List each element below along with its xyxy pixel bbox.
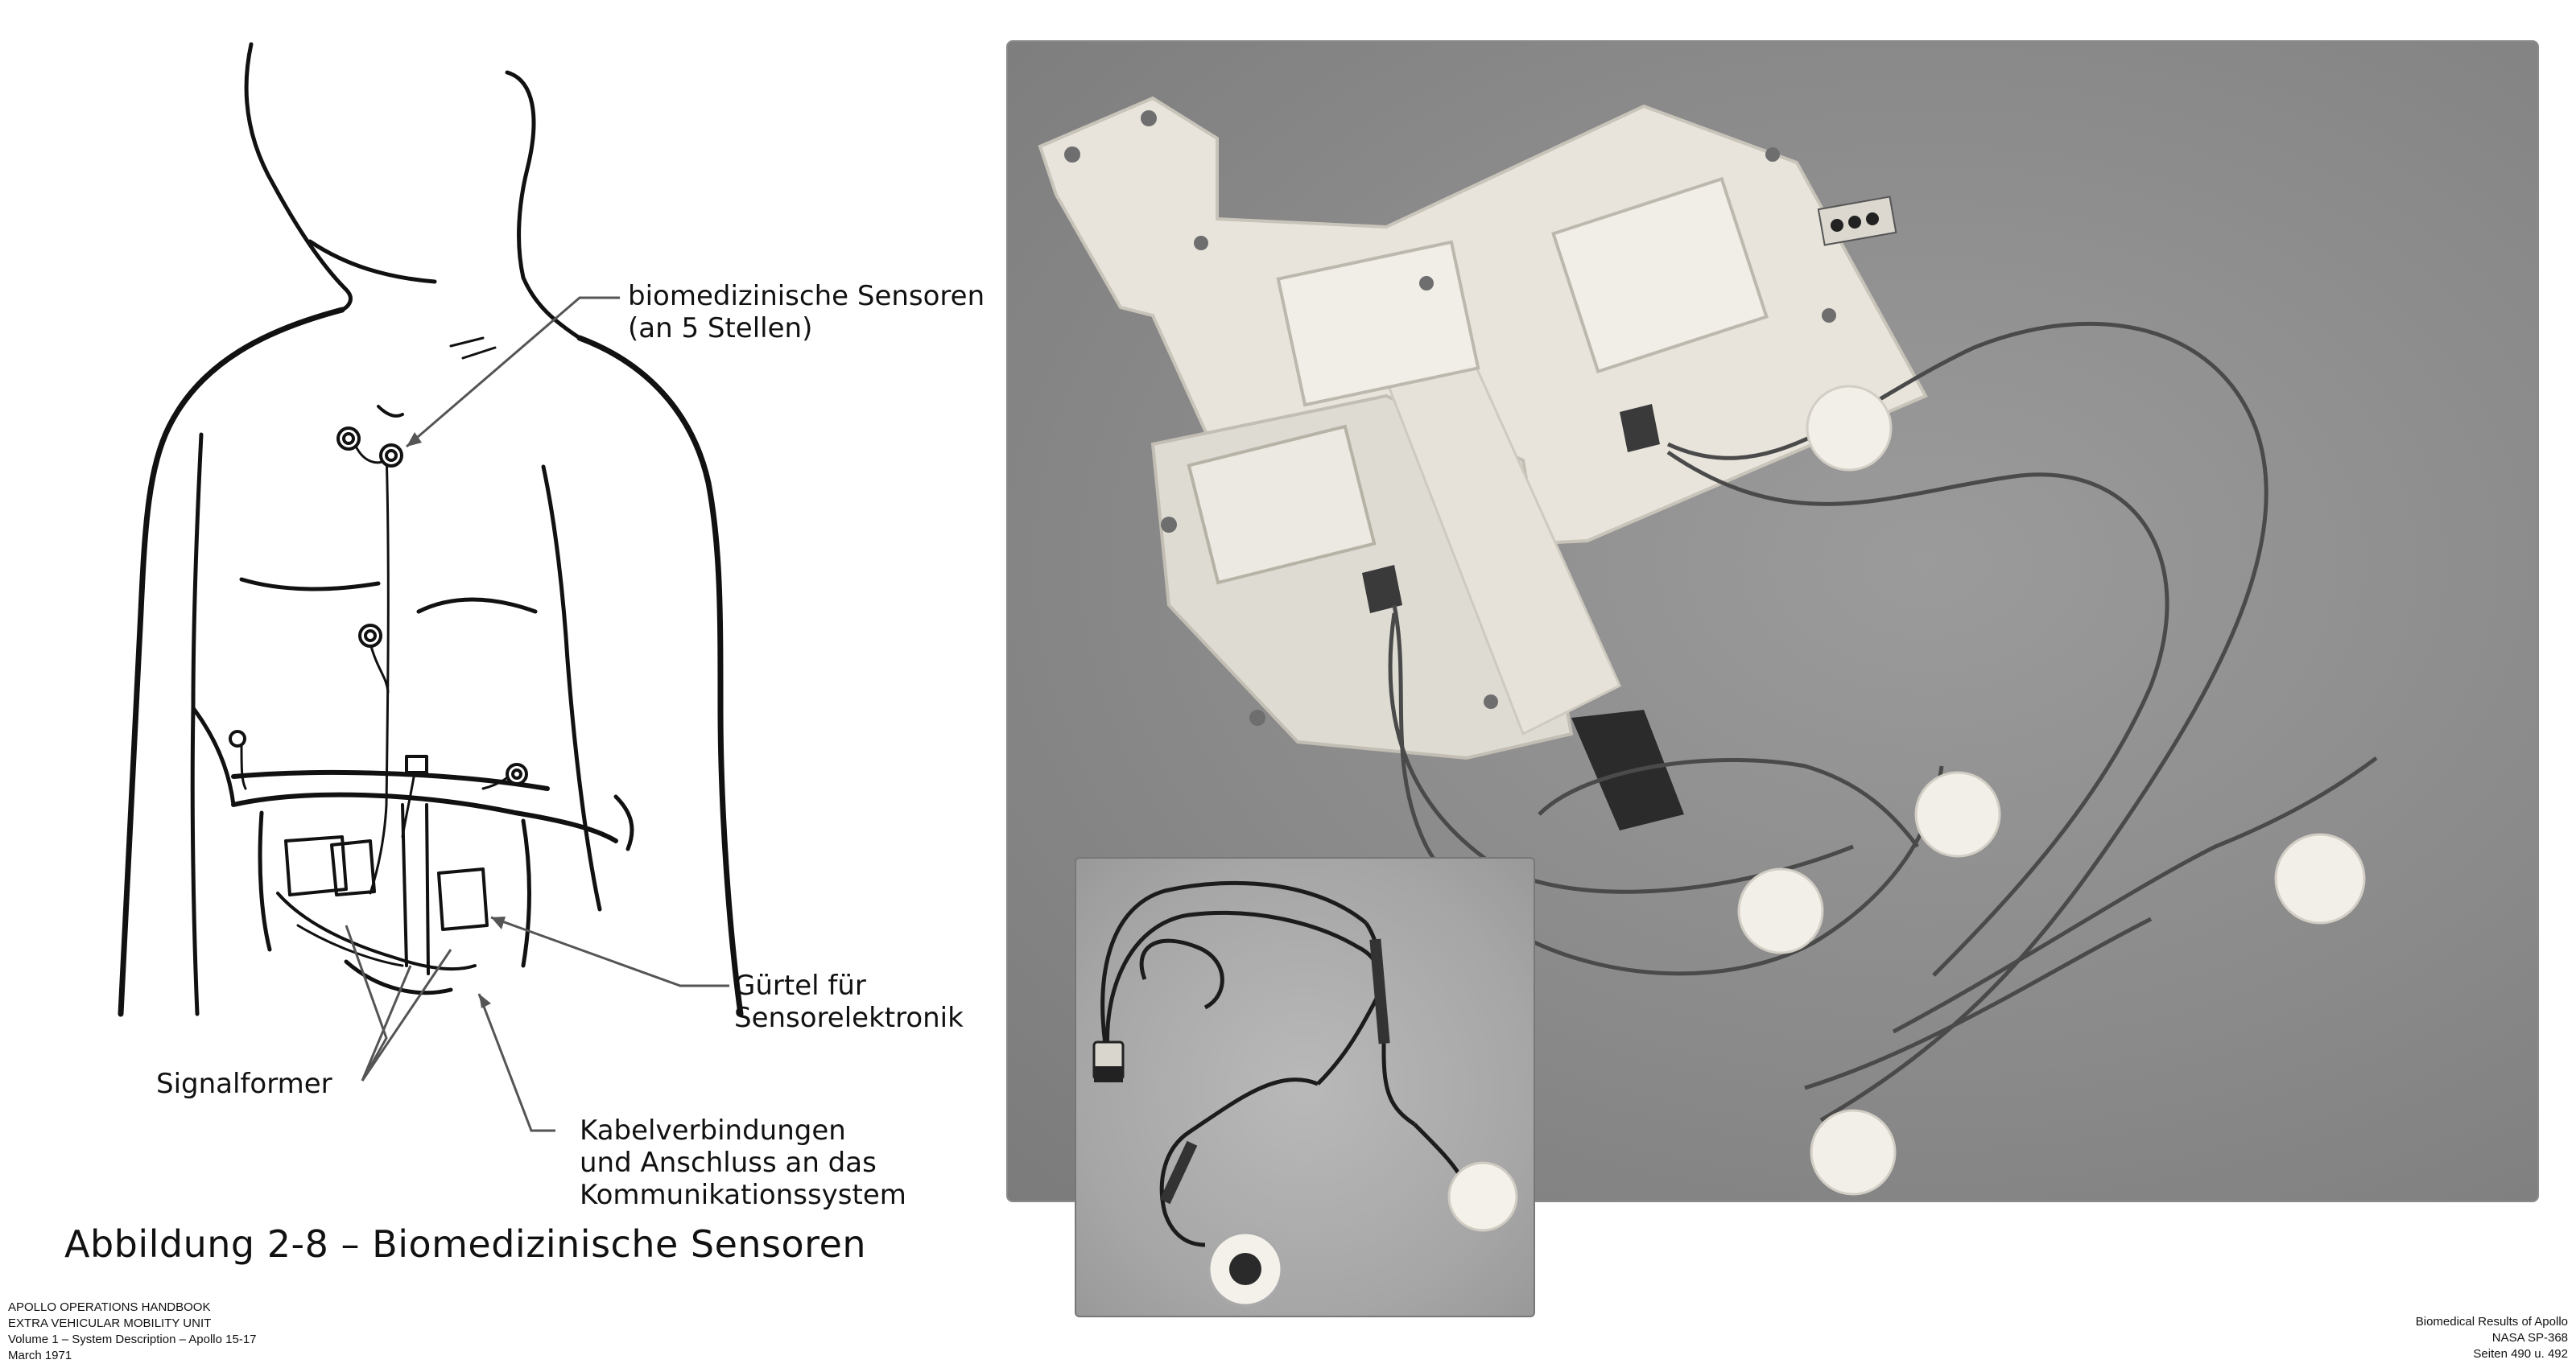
sensors-label: biomedizinische Sensoren (an 5 Stellen) bbox=[628, 280, 985, 344]
single-sensor-inset-photo bbox=[1075, 857, 1535, 1317]
footer-right-line: NASA SP-368 bbox=[2491, 1331, 2568, 1345]
cable-connections-label: Kabelverbindungen und Anschluss an das K… bbox=[580, 1115, 906, 1211]
footer-left-line: Volume 1 – System Description – Apollo 1… bbox=[8, 1333, 257, 1346]
footer-right-line: Seiten 490 u. 492 bbox=[2473, 1347, 2568, 1361]
footer-right: Biomedical Results of Apollo NASA SP-368… bbox=[2416, 1314, 2568, 1362]
footer-left-line: EXTRA VEHICULAR MOBILITY UNIT bbox=[8, 1316, 212, 1330]
signal-former-label: Signalformer bbox=[156, 1068, 332, 1100]
footer-left-line: APOLLO OPERATIONS HANDBOOK bbox=[8, 1300, 211, 1314]
belt-label: Gürtel für Sensorelektronik bbox=[734, 970, 964, 1034]
figure-caption: Abbildung 2-8 – Biomedizinische Sensoren bbox=[64, 1222, 867, 1266]
torso-illustration bbox=[118, 42, 744, 1132]
footer-left: APOLLO OPERATIONS HANDBOOK EXTRA VEHICUL… bbox=[8, 1300, 257, 1364]
footer-right-line: Biomedical Results of Apollo bbox=[2415, 1315, 2568, 1329]
footer-left-line: March 1971 bbox=[8, 1349, 72, 1362]
